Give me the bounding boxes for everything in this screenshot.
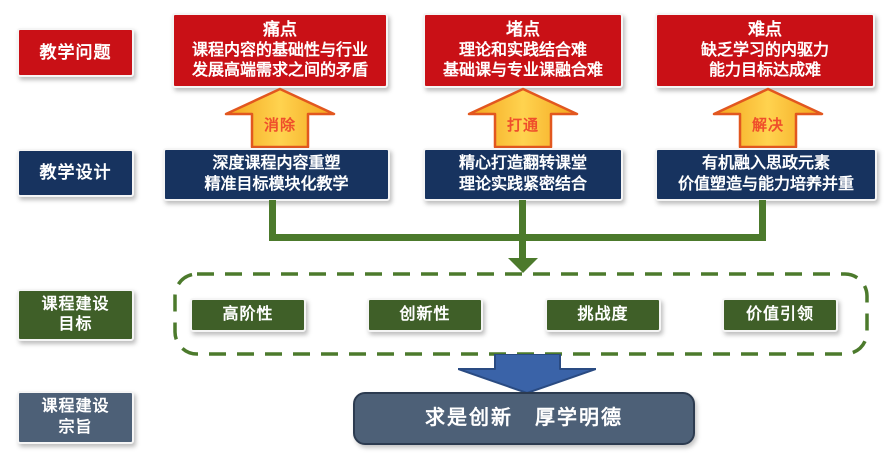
problem-box-block: 堵点 理论和实践结合难 基础课与专业课融合难: [423, 13, 623, 88]
design-box-line: 价值塑造与能力培养并重: [677, 175, 854, 193]
up-arrow-eliminate: 消除: [224, 87, 336, 149]
design-box-line: 有机融入思政元素: [701, 155, 830, 173]
up-arrow-label: 打通: [506, 117, 539, 134]
design-box-line: 理论实践紧密结合: [458, 175, 587, 193]
up-arrow-label: 消除: [263, 117, 296, 134]
goal-box-advanced: 高阶性: [190, 298, 306, 332]
up-arrow-icon: [712, 87, 824, 149]
up-arrow-label: 解决: [751, 117, 784, 134]
purpose-box: 求是创新 厚学明德: [353, 392, 695, 445]
rail-label-problems: 教学问题: [17, 28, 134, 77]
rail-label-design: 教学设计: [17, 149, 134, 197]
connector-line-left: [269, 200, 276, 241]
goal-box-label: 价值引领: [745, 305, 814, 323]
problem-box-line: 缺乏学习的内驱力: [700, 41, 829, 59]
rail-label-problems-text: 教学问题: [39, 42, 112, 62]
rail-label-goals: 课程建设 目标: [17, 289, 134, 341]
up-arrow-icon: [224, 87, 336, 149]
problem-box-title: 痛点: [263, 20, 297, 40]
problem-box-line: 课程内容的基础性与行业: [191, 41, 368, 59]
design-box-2: 精心打造翻转课堂 理论实践紧密结合: [423, 148, 623, 201]
design-box-1: 深度课程内容重塑 精准目标模块化教学: [163, 148, 390, 201]
goal-box-label: 创新性: [399, 305, 451, 323]
up-arrow-icon: [467, 87, 579, 149]
goal-box-values: 价值引领: [722, 298, 838, 332]
rail-label-goals-line2: 目标: [58, 316, 93, 333]
design-box-line: 精心打造翻转课堂: [458, 155, 587, 173]
rail-label-purpose-line2: 宗旨: [58, 418, 93, 436]
down-arrow-icon: [458, 354, 596, 393]
problem-box-line: 基础课与专业课融合难: [442, 62, 603, 80]
connector-line-horizontal: [269, 234, 766, 241]
rail-label-design-text: 教学设计: [39, 163, 112, 183]
connector-arrowhead-icon: [508, 258, 538, 273]
problem-box-pain: 痛点 课程内容的基础性与行业 发展高端需求之间的矛盾: [172, 13, 388, 88]
purpose-text: 求是创新 厚学明德: [425, 406, 623, 429]
design-box-line: 精准目标模块化教学: [204, 175, 349, 193]
goal-box-label: 高阶性: [222, 305, 274, 323]
rail-label-purpose-line1: 课程建设: [41, 398, 110, 416]
goal-box-label: 挑战度: [577, 305, 629, 323]
connector-line-right: [759, 200, 766, 241]
connector-line-center: [519, 200, 526, 260]
rail-label-purpose: 课程建设 宗旨: [17, 391, 134, 444]
problem-box-line: 能力目标达成难: [708, 62, 821, 80]
design-box-line: 深度课程内容重塑: [212, 155, 341, 173]
goal-box-innovative: 创新性: [367, 298, 483, 332]
design-box-3: 有机融入思政元素 价值塑造与能力培养并重: [655, 148, 877, 201]
problem-box-difficulty: 难点 缺乏学习的内驱力 能力目标达成难: [655, 13, 875, 88]
problem-box-title: 堵点: [506, 20, 540, 40]
problem-box-line: 理论和实践结合难: [458, 41, 587, 59]
rail-label-goals-line1: 课程建设: [41, 295, 110, 313]
up-arrow-connect: 打通: [467, 87, 579, 149]
up-arrow-solve: 解决: [712, 87, 824, 149]
problem-box-line: 发展高端需求之间的矛盾: [191, 62, 368, 80]
problem-box-title: 难点: [748, 20, 782, 40]
goal-box-challenging: 挑战度: [545, 298, 661, 332]
